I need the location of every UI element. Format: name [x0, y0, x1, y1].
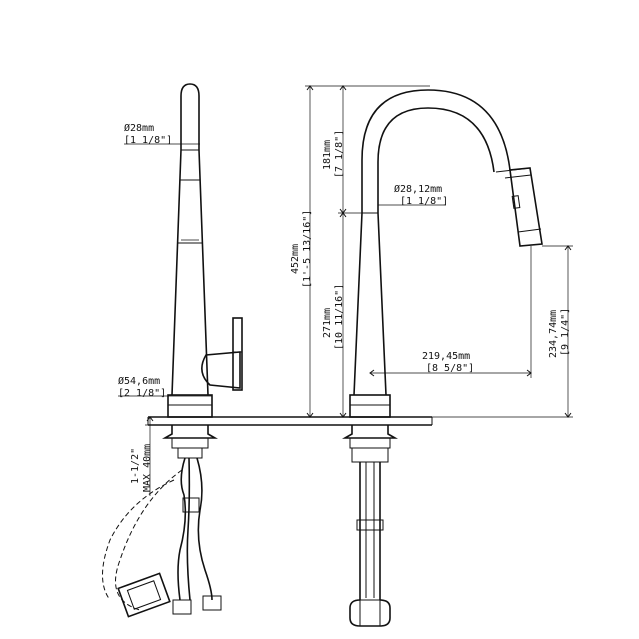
- countertop: [147, 416, 433, 426]
- spout-height-metric: 234,74mm: [548, 310, 559, 358]
- front-view-faucet: [341, 89, 543, 627]
- spout-height-imperial: [9 1/4"]: [560, 308, 571, 356]
- front-head-diameter-metric: Ø28,12mm: [394, 183, 442, 195]
- side-head-diameter-metric: Ø28mm: [124, 122, 154, 134]
- base-diameter-metric: Ø54,6mm: [118, 375, 160, 387]
- arc-height-metric: 181mm: [322, 140, 333, 170]
- deck-thickness-max: MAX 40mm: [142, 444, 153, 492]
- total-height-metric: 452mm: [290, 244, 301, 274]
- reach-metric: 219,45mm: [422, 351, 470, 362]
- lever-handle: [201, 317, 243, 391]
- deck-thickness-imperial: 1-1/2": [130, 448, 141, 484]
- reach-imperial: [8 5/8"]: [426, 363, 474, 374]
- side-view-faucet: [102, 83, 243, 618]
- body-height-imperial: [10 11/16"]: [334, 284, 345, 350]
- body-height-metric: 271mm: [322, 308, 333, 338]
- total-height-imperial: [1'-5 13/16"]: [302, 210, 313, 288]
- dimension-lines: [118, 85, 573, 496]
- dimension-labels: Ø28mm [1 1/8"] Ø54,6mm [2 1/8"] 1-1/2" M…: [118, 122, 571, 492]
- base-diameter-imperial: [2 1/8"]: [118, 388, 166, 399]
- arc-height-imperial: [7 1/8"]: [334, 130, 345, 178]
- side-head-diameter-imperial: [1 1/8"]: [124, 135, 172, 146]
- front-head-diameter-imperial: [1 1/8"]: [400, 196, 448, 207]
